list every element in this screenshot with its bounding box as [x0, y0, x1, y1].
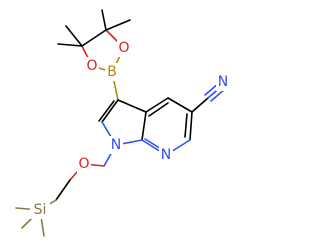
- bond-c5-cn: [191, 97, 209, 113]
- molecule-diagram: N B O O N N O Si: [15, 9, 230, 237]
- sem-chain: [15, 144, 117, 237]
- bond-c3-c2-double: [98, 100, 115, 122]
- svg-text:O: O: [86, 58, 97, 74]
- svg-text:N: N: [218, 74, 228, 90]
- atom-label-o-ether: O: [77, 155, 91, 173]
- svg-text:O: O: [78, 156, 89, 172]
- bond-ch2-ch2: [55, 179, 71, 201]
- svg-text:N: N: [161, 147, 171, 163]
- bond-c4-c5: [167, 97, 193, 113]
- atom-label-n-pyridine: N: [159, 146, 173, 164]
- bond-c3a-c3: [117, 99, 147, 113]
- bond-c3a-c4: [145, 97, 169, 113]
- bond-c7a-c3a: [141, 111, 147, 141]
- svg-text:O: O: [118, 40, 129, 56]
- bond-c-c-pinacol: [81, 29, 107, 47]
- bond-c5-c6-double: [184, 113, 188, 138]
- atom-label-si: Si: [30, 201, 50, 219]
- bond-c3-c2: [101, 99, 119, 123]
- svg-text:Si: Si: [34, 202, 47, 218]
- bond-c3a-c4-double: [148, 102, 169, 117]
- bond-methyl-1: [57, 43, 83, 47]
- atom-label-o-left: O: [85, 57, 99, 75]
- atom-label-n-nitrile: N: [216, 73, 230, 91]
- svg-text:N: N: [111, 137, 121, 153]
- bond-methyl-2: [65, 25, 83, 47]
- bond-methyl-3: [101, 9, 107, 31]
- atom-label-n-pyrrole: N: [109, 136, 123, 154]
- bond-methyl-4: [105, 19, 131, 31]
- structure-svg: N B O O N N O Si: [15, 9, 230, 237]
- bond-c5-c6: [189, 111, 193, 141]
- atom-label-o-top: O: [117, 39, 131, 57]
- svg-text:B: B: [107, 64, 117, 80]
- atom-label-b: B: [105, 63, 119, 81]
